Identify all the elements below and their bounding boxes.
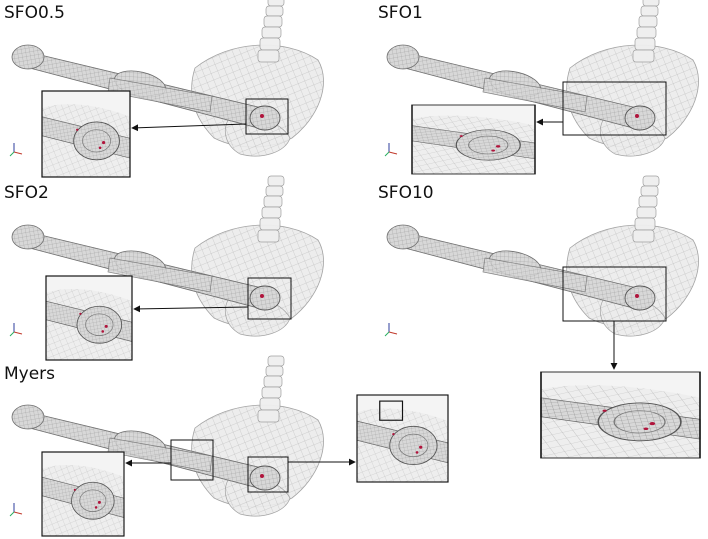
arrow bbox=[131, 123, 247, 132]
highlight-box bbox=[247, 277, 292, 320]
arrow bbox=[133, 305, 249, 313]
highlight-box bbox=[247, 456, 289, 493]
panel-label-myers: Myers bbox=[4, 364, 56, 384]
panel-label-sfo2: SFO2 bbox=[4, 183, 49, 203]
panel-sfo05 bbox=[9, 0, 325, 178]
panel-sfo1 bbox=[384, 0, 700, 175]
panel-myers bbox=[9, 355, 449, 537]
panel-label-sfo10: SFO10 bbox=[378, 183, 434, 203]
panel-label-sfo1: SFO1 bbox=[378, 3, 423, 23]
panel-label-sfo05: SFO0.5 bbox=[4, 3, 65, 23]
highlight-box bbox=[562, 81, 667, 136]
panel-sfo10 bbox=[384, 175, 701, 459]
highlight-box bbox=[245, 98, 289, 135]
highlight-box bbox=[170, 439, 214, 481]
panel-sfo2 bbox=[9, 175, 325, 361]
